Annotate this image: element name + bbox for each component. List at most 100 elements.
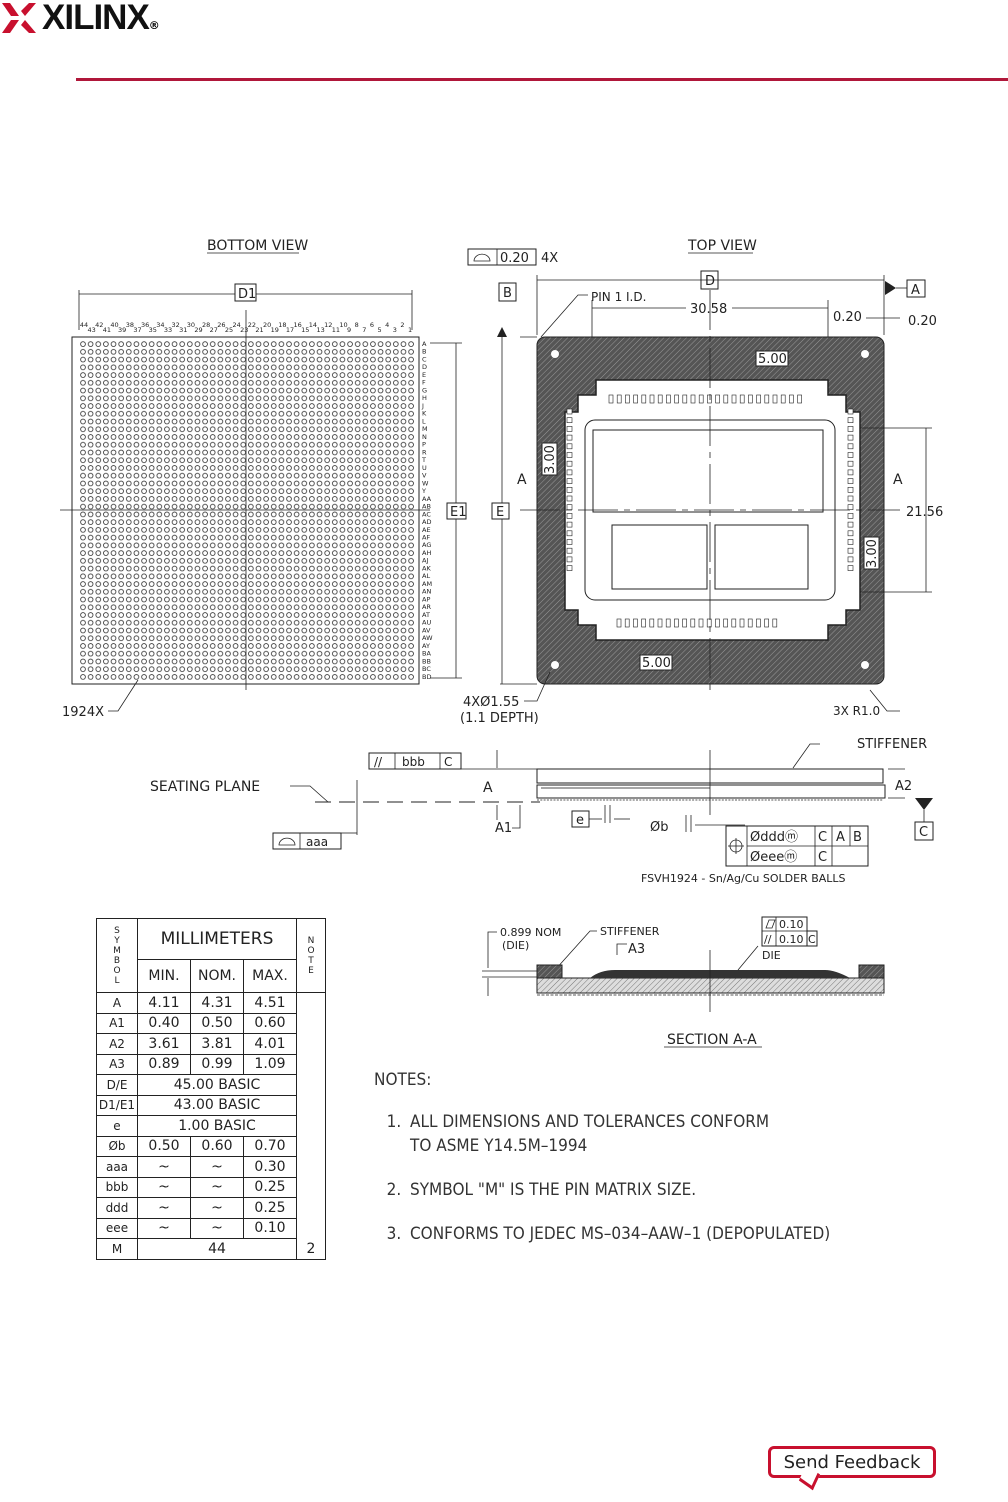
capacitor-pad (657, 394, 663, 404)
flatness-value: 0.20 (500, 251, 529, 266)
capacitor-pad (847, 434, 854, 441)
capacitor-pad (633, 394, 638, 404)
row-label: AW (422, 634, 433, 642)
row-nom: 0.50 (190, 1012, 244, 1034)
a1-dimension: A1 (495, 821, 512, 836)
row-label: AB (422, 503, 431, 511)
column-label: 13 (316, 326, 324, 334)
seating-plane-label: SEATING PLANE (150, 779, 260, 795)
column-label: 42 (95, 321, 103, 329)
e1-label: E1 (450, 505, 467, 520)
col-nom: NOM. (190, 959, 244, 993)
capacitor-pad (847, 547, 854, 554)
column-label: 36 (141, 321, 149, 329)
column-label: 25 (225, 326, 233, 334)
column-label: 33 (164, 326, 172, 334)
section-mark-right: A (893, 472, 903, 488)
bbb-label: bbb (402, 755, 425, 769)
logo-registered: ® (148, 19, 160, 32)
capacitor-pad (797, 394, 802, 404)
svg-text://: // (764, 933, 772, 946)
note-text: SYMBOL "M" IS THE PIN MATRIX SIZE. (410, 1180, 697, 1200)
table-row: eee~~0.10 (96, 1217, 326, 1239)
row-label: AU (422, 619, 431, 627)
row-label: AV (422, 626, 431, 634)
row-note (296, 1177, 326, 1198)
column-label: 21 (255, 326, 263, 334)
a-dimension: A (483, 780, 493, 796)
column-label: 16 (294, 321, 302, 329)
row-basic: 1.00 BASIC (137, 1115, 297, 1137)
column-label: 19 (271, 326, 279, 334)
section-title: SECTION A-A (667, 1032, 757, 1048)
capacitor-pad (847, 513, 854, 519)
row-nom: 4.31 (190, 992, 244, 1014)
capacitor-pad (706, 618, 712, 628)
capacitor-pad (847, 478, 854, 484)
pos-row1-datum-a: A (836, 830, 845, 845)
column-label: 20 (263, 321, 271, 329)
note-text: TO ASME Y14.5M–1994 (410, 1136, 588, 1156)
row-note (296, 1156, 326, 1177)
row-note (296, 1136, 326, 1157)
row-label: E (422, 371, 426, 379)
logo-text: XILINX (42, 0, 150, 37)
row-symbol: Øb (96, 1135, 138, 1157)
capacitor-pad (566, 513, 573, 519)
capacitor-pad (698, 618, 704, 628)
column-label: 28 (202, 321, 210, 329)
send-feedback-button[interactable]: Send Feedback (768, 1446, 936, 1478)
row-min: 3.61 (137, 1033, 191, 1055)
capacitor-pad (780, 394, 786, 404)
row-note (296, 1054, 326, 1075)
dim-5-top: 5.00 (758, 352, 787, 367)
capacitor-pad (731, 394, 737, 404)
row-note (296, 1074, 326, 1095)
notes-title: NOTES: (374, 1070, 432, 1090)
capacitor-pad (847, 443, 854, 450)
capacitor-pad (764, 394, 770, 404)
column-label: 43 (88, 326, 96, 334)
capacitor-pad (641, 394, 647, 404)
capacitor-pad (731, 618, 737, 628)
offset-y-dimension: 0.20 (908, 314, 937, 329)
column-label: 27 (210, 326, 218, 334)
row-basic: 44 (137, 1238, 297, 1260)
bottom-view-title: BOTTOM VIEW (207, 238, 308, 254)
row-label: AF (422, 534, 430, 542)
row-max: 0.25 (243, 1197, 297, 1219)
capacitor-pad (641, 618, 646, 628)
row-note (296, 1115, 326, 1136)
note-number: 3. (386, 1224, 402, 1244)
ball-count-label: 1924X (62, 705, 104, 720)
column-label: 5 (377, 326, 381, 334)
row-label: N (422, 433, 427, 441)
die-flatness-value: 0.10 (779, 918, 804, 931)
header-rule (76, 78, 1008, 81)
column-label: 3 (393, 326, 397, 334)
row-symbol: A (96, 992, 138, 1014)
notes: NOTES: 1.ALL DIMENSIONS AND TOLERANCES C… (374, 1070, 830, 1246)
row-symbol: A3 (96, 1053, 138, 1075)
capacitor-pad (739, 618, 745, 628)
capacitor-pad (566, 504, 573, 511)
parallelism-symbol: // (374, 755, 383, 769)
row-label: R (422, 448, 427, 456)
row-label: BA (422, 650, 431, 658)
row-label: BD (422, 673, 431, 681)
capacitor-pad (847, 469, 854, 476)
capacitor-pad (847, 408, 854, 415)
column-label: 23 (240, 326, 248, 334)
row-label: B (422, 348, 426, 356)
capacitor-pad (566, 408, 573, 415)
row-label: V (422, 472, 427, 480)
note-number: 1. (386, 1112, 402, 1132)
column-label: 38 (126, 321, 134, 329)
row-max: 0.60 (243, 1012, 297, 1034)
side-view: SEATING PLANE // bbb C STIFFENER A A2 A1… (150, 737, 934, 885)
